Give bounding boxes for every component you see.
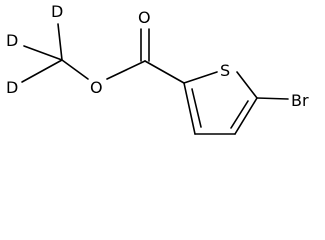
bond-c3-c2-inner [191, 88, 202, 128]
bond-s1-c5 [236, 71, 258, 99]
sulfur-label: S [220, 61, 230, 80]
bond-c-d3 [21, 59, 63, 83]
bond-c5-c4 [234, 97, 258, 135]
bond-methyl-oxygen [61, 59, 89, 80]
bond-c4-c5-inner [230, 100, 249, 129]
bond-c5-bromine [256, 97, 289, 100]
bond-c3-c2 [183, 82, 196, 135]
deuterium-label-top: D [51, 2, 63, 21]
carbonyl-oxygen-label: O [138, 8, 151, 27]
bromine-label: Br [291, 91, 309, 110]
bond-c-d2 [23, 45, 63, 61]
bond-c2-s1 [183, 71, 218, 84]
ester-oxygen-label: O [90, 78, 103, 97]
bond-c-d1 [57, 23, 63, 61]
deuterium-label-bottom: D [6, 78, 18, 97]
deuterium-label-left: D [6, 31, 18, 50]
bond-oxygen-carbonyl [106, 60, 146, 80]
bond-carbonyl-ring [144, 60, 185, 84]
molecule-structure: D D D O O S Br [6, 2, 309, 135]
